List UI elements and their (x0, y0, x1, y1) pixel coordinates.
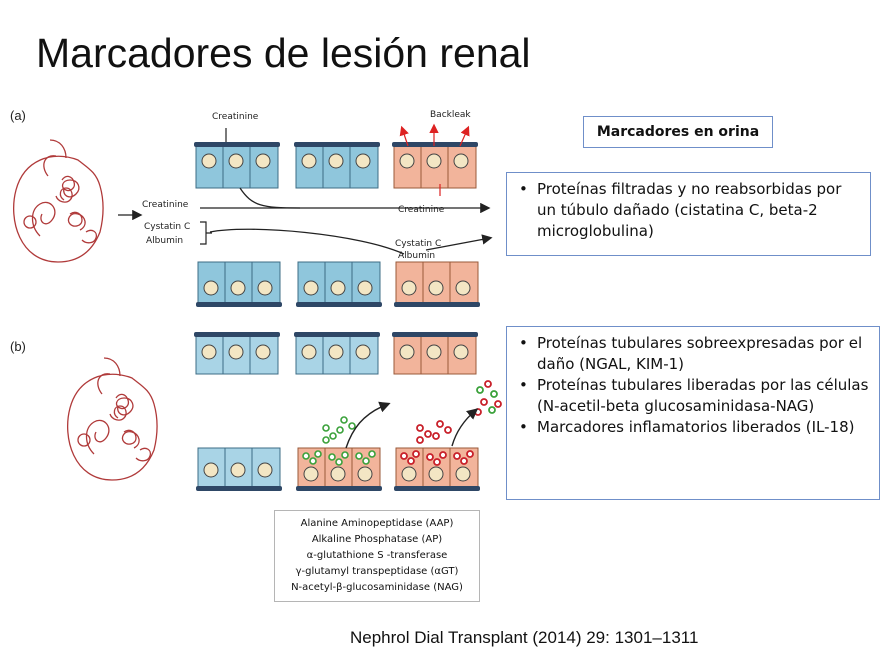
urine-markers-box-1: Proteínas filtradas y no reabsorbidas po… (506, 172, 871, 256)
urine-marker-item: Proteínas filtradas y no reabsorbidas po… (515, 179, 862, 242)
cells-b-bottom-1 (196, 447, 282, 491)
nephron-b-icon (67, 357, 158, 481)
citation: Nephrol Dial Transplant (2014) 29: 1301–… (350, 628, 699, 647)
enzyme-item: N-acetyl-β-glucosaminidase (NAG) (291, 582, 463, 593)
enzyme-list: Alanine Aminopeptidase (AAP) Alkaline Ph… (274, 510, 480, 602)
label-albumin-left: Albumin (146, 236, 183, 246)
label-creatinine-top: Creatinine (212, 112, 259, 122)
panel-b-label: (b) (10, 339, 26, 354)
urine-marker-item: Proteínas tubulares liberadas por las cé… (515, 375, 871, 417)
label-backleak: Backleak (430, 110, 471, 120)
cells-a-top-1 (194, 142, 280, 189)
cells-a-bottom-3-damaged (394, 261, 480, 307)
release-arrow-red (451, 408, 479, 447)
label-albumin-right: Albumin (398, 251, 435, 261)
urine-markers-header: Marcadores en orina (583, 116, 773, 148)
backleak-arrows (399, 123, 470, 196)
label-creatinine-arrow: Creatinine (398, 205, 445, 215)
cells-b-bottom-3-red (394, 380, 502, 491)
urine-marker-item: Proteínas tubulares sobreexpresadas por … (515, 333, 871, 375)
cells-b-top-1 (194, 332, 280, 375)
enzyme-item: Alanine Aminopeptidase (AAP) (300, 518, 454, 529)
cells-a-bottom-2 (296, 261, 382, 307)
enzyme-item: γ-glutamyl transpeptidase (αGT) (295, 566, 459, 577)
label-creatinine-left: Creatinine (142, 200, 189, 210)
cells-a-top-3-damaged (392, 142, 478, 189)
cells-a-bottom-1 (196, 261, 282, 307)
enzyme-item: Alkaline Phosphatase (AP) (311, 534, 443, 545)
nephron-a-icon (13, 139, 104, 263)
cells-a-top-2 (294, 142, 380, 189)
label-cystatin-right: Cystatin C (395, 239, 441, 249)
cells-b-top-2 (294, 332, 380, 375)
cells-b-top-3-damaged (392, 332, 478, 375)
cystatin-arrow (425, 234, 493, 251)
slide-title: Marcadores de lesión renal (36, 30, 531, 76)
label-cystatin-left: Cystatin C (144, 222, 190, 232)
urine-markers-box-2: Proteínas tubulares sobreexpresadas por … (506, 326, 880, 500)
release-arrow-green (345, 401, 391, 449)
urine-marker-item: Marcadores inflamatorios liberados (IL-1… (515, 417, 871, 438)
cells-b-bottom-2-green (296, 416, 382, 491)
panel-a-label: (a) (10, 108, 26, 123)
enzyme-item: α-glutathione S -transferase (306, 550, 448, 561)
